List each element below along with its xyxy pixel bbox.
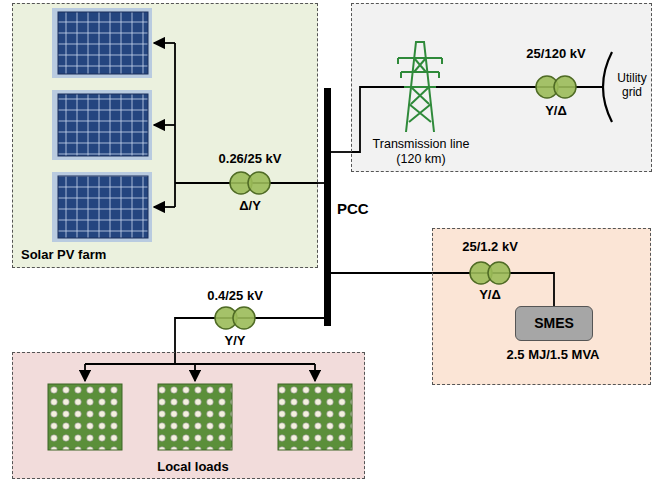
smes-region-fill bbox=[432, 228, 651, 385]
transformer-rating: Y/Δ bbox=[511, 104, 601, 119]
region-heading: Local loads bbox=[133, 459, 253, 475]
feeder-line bbox=[331, 151, 351, 153]
rating-label: 2.5 MJ/1.5 MVA bbox=[488, 347, 618, 363]
transformer-rating: 0.4/25 kV bbox=[190, 289, 280, 304]
line-caption: Transmission line (120 km) bbox=[371, 137, 471, 167]
transformer-rating: 25/1.2 kV bbox=[445, 240, 535, 255]
region-heading: Solar PV farm bbox=[21, 247, 181, 263]
transformer-rating: 0.26/25 kV bbox=[205, 152, 295, 167]
load-wiring bbox=[85, 352, 315, 381]
box-title: SMES bbox=[534, 315, 574, 332]
smes-box: SMES bbox=[515, 306, 593, 341]
grid-region: Transmission line (120 km) Utility grid bbox=[351, 3, 652, 172]
pcc-bus: PCC bbox=[324, 88, 331, 326]
transformer-rating: 25/120 kV bbox=[511, 47, 601, 62]
transformer-rating: Y/Δ bbox=[445, 288, 535, 303]
pv-farm-region: Solar PV farm bbox=[12, 3, 318, 268]
pv-region-fill bbox=[12, 3, 318, 268]
transformer-rating: Y/Y bbox=[190, 334, 280, 349]
pv-panels bbox=[52, 8, 152, 242]
transmission-tower bbox=[398, 42, 442, 132]
pv-wiring bbox=[154, 43, 318, 207]
smes-region: 2.5 MJ/1.5 MVA SMES bbox=[432, 228, 651, 385]
load-boards bbox=[48, 384, 352, 450]
grid-caption: Utility grid bbox=[611, 71, 653, 100]
loads-region-fill bbox=[12, 352, 365, 479]
bus-name: PCC bbox=[337, 200, 381, 218]
transformer-rating: Δ/Y bbox=[205, 199, 295, 214]
transformer-symbols bbox=[215, 76, 576, 329]
loads-region: Local loads bbox=[12, 352, 365, 479]
feeder-line bbox=[331, 273, 554, 306]
grid-region-fill bbox=[351, 3, 652, 172]
